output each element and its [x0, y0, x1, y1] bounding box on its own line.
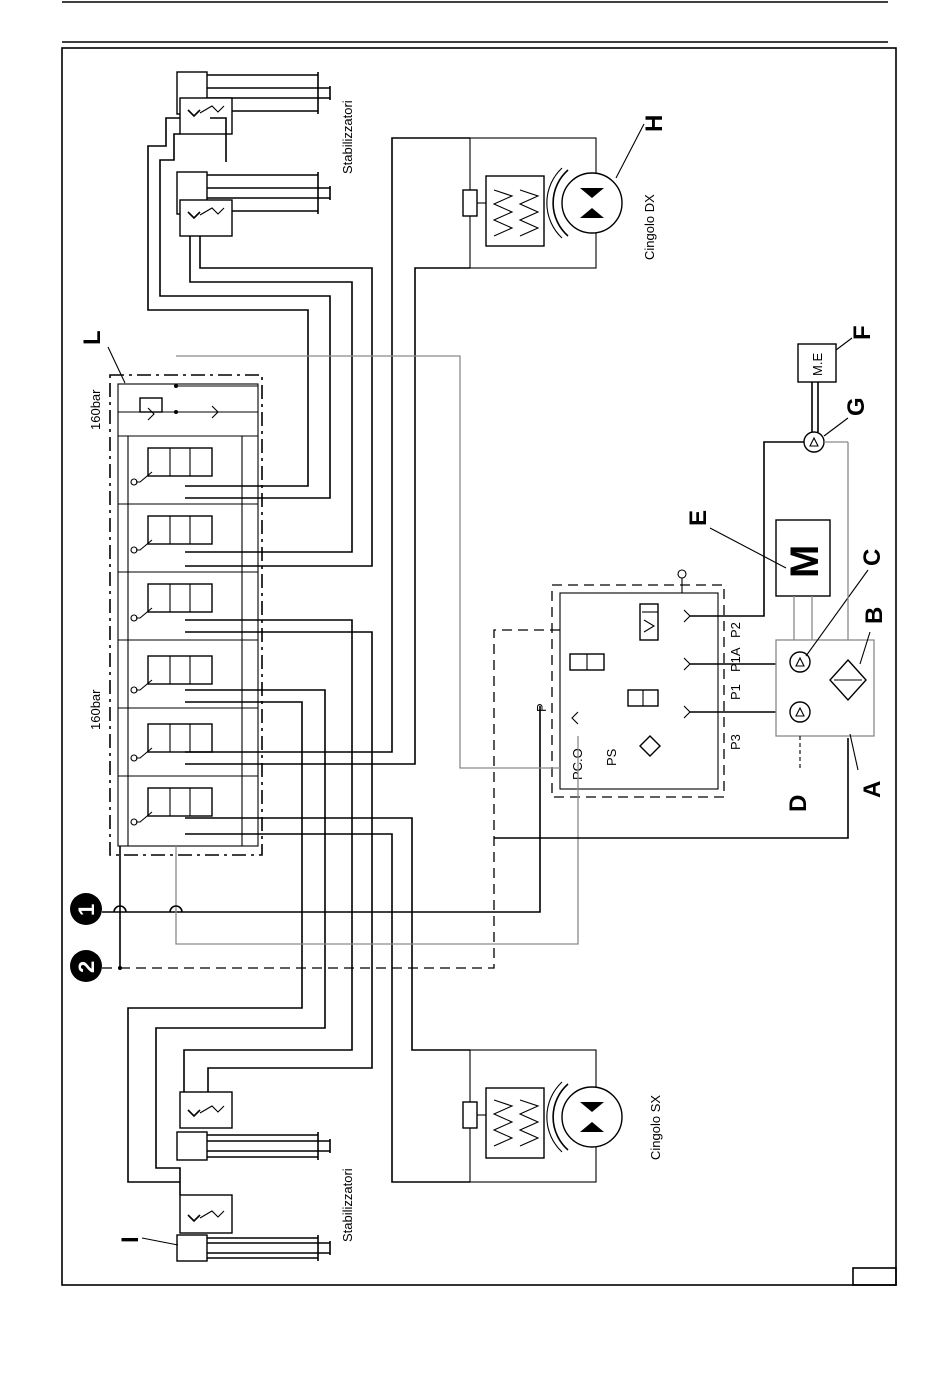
port-P1: P1	[728, 684, 743, 700]
pressure-lower-label: 160bar	[88, 689, 103, 730]
connection-marker-1: 1	[70, 893, 182, 925]
valve-section-1	[131, 448, 212, 485]
label-F: F	[849, 325, 876, 340]
track-right-label: Cingolo DX	[642, 194, 657, 260]
label-C: C	[859, 549, 886, 566]
stabilizer-top-1	[177, 72, 330, 134]
valve-section-6	[131, 788, 212, 825]
label-D: D	[785, 795, 812, 812]
label-A: A	[859, 781, 886, 798]
port-PS: PS	[604, 748, 619, 766]
track-motor-left	[463, 1050, 622, 1182]
port-P1A: P1A	[728, 647, 743, 672]
valve-section-2	[131, 516, 212, 553]
track-left-label: Cingolo SX	[648, 1095, 663, 1160]
label-H: H	[641, 115, 668, 132]
valve-section-4	[131, 656, 212, 693]
stabilizers-top-label: Stabilizzatori	[340, 100, 355, 174]
track-motor-right	[463, 138, 622, 268]
lines-stabilizers-bottom	[128, 620, 372, 1195]
label-G: G	[843, 397, 870, 416]
electric-motor-label: M.E	[810, 353, 825, 376]
stabilizer-bottom-2	[177, 1195, 330, 1261]
label-I: I	[117, 1236, 144, 1243]
pressure-upper-label: 160bar	[88, 389, 103, 430]
stabilizer-top-2	[177, 172, 330, 236]
port-P2: P2	[728, 622, 743, 638]
label-E: E	[685, 510, 712, 526]
tank-pump-unit	[776, 640, 874, 770]
motor-symbol: M	[783, 545, 827, 578]
marker-1-text: 1	[74, 904, 99, 916]
marker-2-text: 2	[74, 961, 99, 973]
valve-section-5	[131, 724, 212, 761]
label-B: B	[861, 607, 888, 624]
port-P: P	[534, 703, 549, 712]
lines-tracks	[185, 138, 470, 1182]
valve-section-3	[131, 584, 212, 621]
stabilizer-bottom-1	[177, 1092, 330, 1160]
label-L: L	[79, 330, 106, 345]
port-P3: P3	[728, 734, 743, 750]
stabilizers-bottom-label: Stabilizzatori	[340, 1168, 355, 1242]
motor-E: M	[776, 520, 830, 640]
